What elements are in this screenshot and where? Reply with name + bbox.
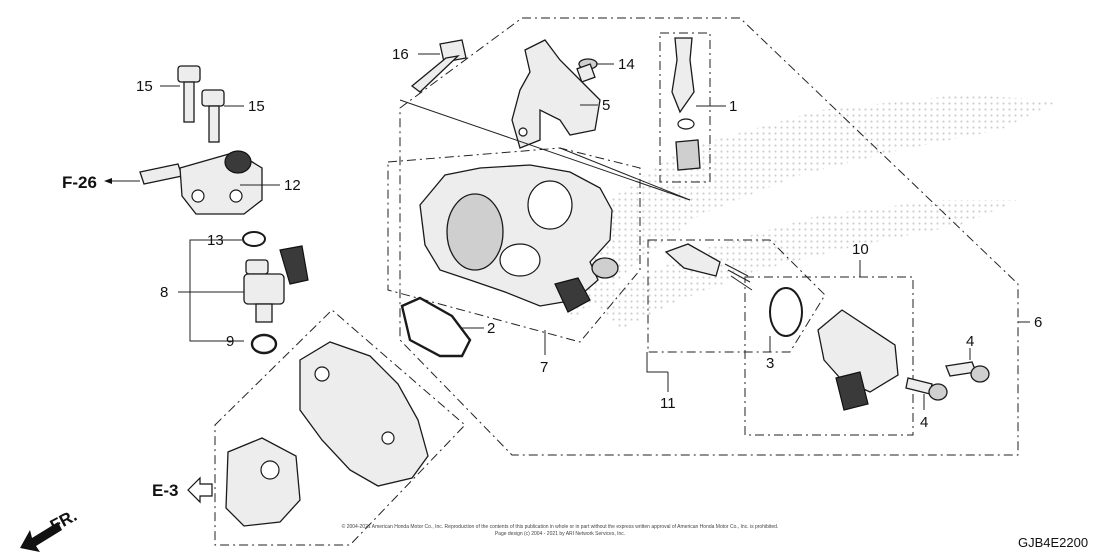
- bolt-16[interactable]: [410, 39, 467, 93]
- callout-4-upper: 4: [966, 333, 974, 350]
- throttle-body-7[interactable]: [419, 164, 619, 313]
- o-ring-3[interactable]: [769, 287, 803, 337]
- callout-6: 6: [1034, 314, 1042, 331]
- callout-11: 11: [660, 395, 676, 412]
- injector-8[interactable]: [243, 245, 309, 323]
- callout-8: 8: [160, 284, 168, 301]
- leader-lines: [110, 53, 1030, 410]
- callout-1: 1: [729, 98, 737, 115]
- screw-4-lower[interactable]: [905, 377, 948, 401]
- callout-16: 16: [392, 46, 409, 63]
- callout-3: 3: [766, 355, 774, 372]
- screw-14[interactable]: [576, 58, 598, 83]
- callout-10: 10: [852, 241, 869, 258]
- front-arrow-icon: [20, 522, 62, 552]
- group-outline-6: [399, 17, 1019, 456]
- callout-13: 13: [207, 232, 224, 249]
- gasket-2[interactable]: [400, 296, 472, 358]
- reference-f26[interactable]: F-26: [62, 173, 112, 192]
- intake-manifold[interactable]: [225, 341, 429, 527]
- bolt-15-b[interactable]: [201, 89, 225, 143]
- bracket-5[interactable]: [511, 39, 601, 149]
- group-outline-e3: [214, 309, 466, 546]
- diagram-code: GJB4E2200: [1018, 535, 1088, 550]
- o-ring-13[interactable]: [242, 231, 266, 247]
- reference-e3[interactable]: E-3: [152, 476, 213, 504]
- screw-4-upper[interactable]: [945, 361, 990, 383]
- callout-15-b: 15: [248, 98, 265, 115]
- callout-2: 2: [487, 320, 495, 337]
- group-outline-1: [659, 32, 711, 183]
- honda-wing-watermark: [560, 95, 1060, 330]
- front-direction-indicator: FR.: [20, 506, 80, 552]
- sensor-12[interactable]: [139, 150, 263, 215]
- callout-5: 5: [602, 97, 610, 114]
- group-outline-10: [744, 276, 914, 436]
- svg-text:F-26: F-26: [62, 173, 97, 192]
- injector-kit-1[interactable]: [671, 37, 701, 171]
- svg-text:E-3: E-3: [152, 481, 178, 500]
- group-outline-11: [647, 239, 826, 353]
- hollow-arrow-icon: [187, 476, 213, 504]
- callout-15-a: 15: [136, 78, 153, 95]
- callout-7: 7: [540, 359, 548, 376]
- callout-12: 12: [284, 177, 301, 194]
- callout-4-lower: 4: [920, 414, 928, 431]
- idle-screw-11[interactable]: [664, 243, 753, 291]
- seal-9[interactable]: [250, 333, 278, 355]
- callout-9: 9: [226, 333, 234, 350]
- copyright-line-1: © 2004-2021 American Honda Motor Co., In…: [342, 523, 779, 530]
- bolt-15-a[interactable]: [177, 65, 201, 123]
- callout-14: 14: [618, 56, 635, 73]
- sensor-10[interactable]: [817, 309, 899, 411]
- copyright-line-2: Page design (c) 2004 - 2021 by ARI Netwo…: [495, 531, 625, 537]
